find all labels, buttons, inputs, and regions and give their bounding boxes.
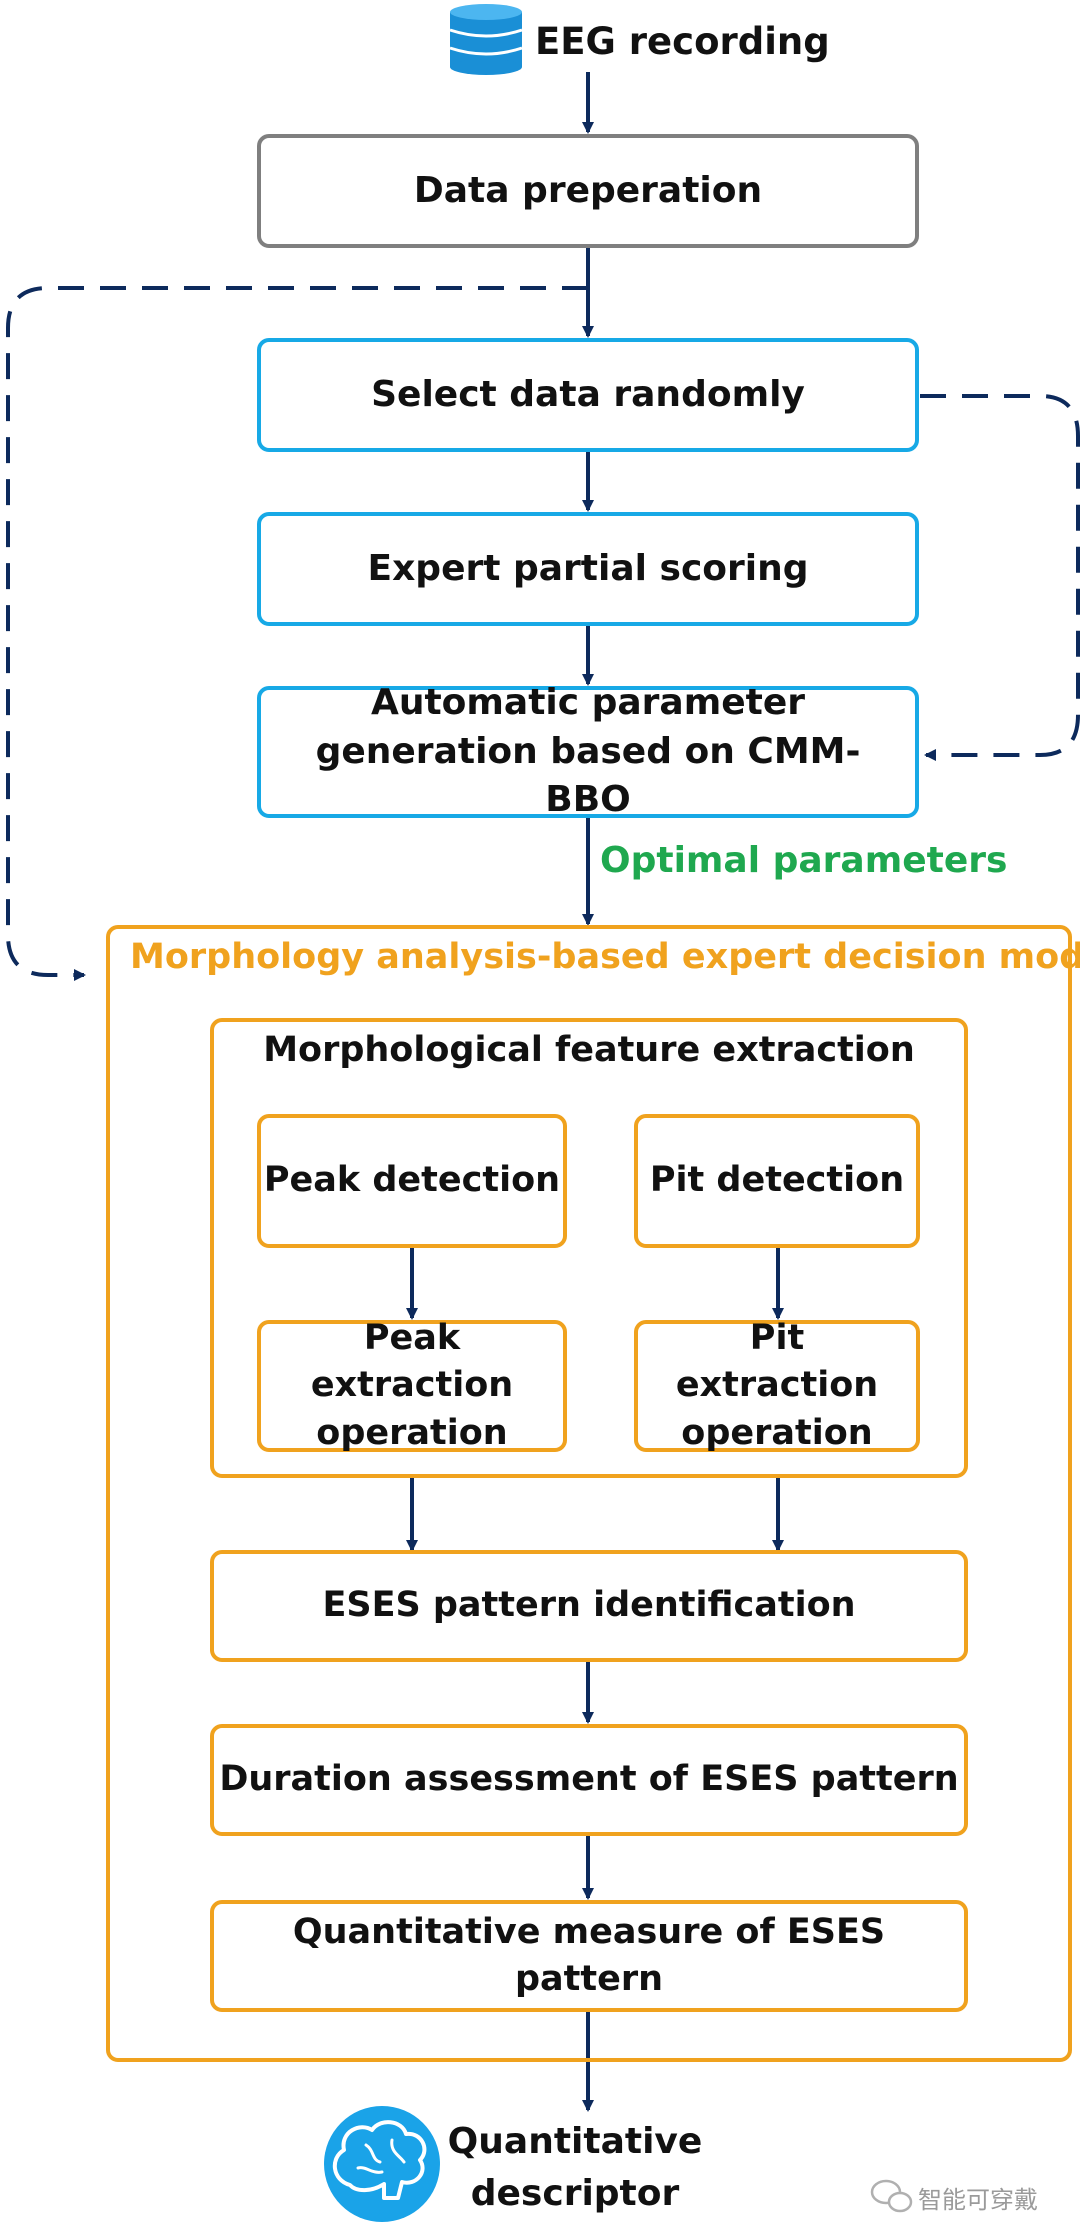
database-icon bbox=[449, 4, 523, 75]
model-title: Morphology analysis-based expert decisio… bbox=[130, 937, 1080, 977]
step-expert-scoring: Expert partial scoring bbox=[257, 512, 919, 626]
dashed-loop-to-model bbox=[6, 286, 588, 981]
dashed-loop-to-param bbox=[920, 394, 1080, 761]
source-label: EEG recording bbox=[535, 20, 830, 63]
feature-extraction-container bbox=[210, 1018, 968, 1478]
output-label: Quantitative descriptor bbox=[447, 2121, 703, 2215]
step-quantitative-measure: Quantitative measure of ESES pattern bbox=[210, 1900, 968, 2012]
watermark-text: 智能可穿戴 bbox=[918, 2186, 1038, 2214]
step-pit-extraction: Pit extraction operation bbox=[634, 1318, 920, 1453]
step-peak-extraction: Peak extraction operation bbox=[257, 1318, 567, 1453]
wechat-icon bbox=[870, 2179, 913, 2213]
step-ses-identification: ESES pattern identification bbox=[210, 1550, 968, 1662]
step-auto-param: Automatic parameter generation based on … bbox=[257, 682, 919, 820]
step-pit-detection: Pit detection bbox=[634, 1114, 920, 1248]
step-select-data: Select data randomly bbox=[257, 338, 919, 452]
arrow-label-optimal: Optimal parameters bbox=[600, 840, 1008, 881]
step-peak-detection: Peak detection bbox=[257, 1114, 567, 1248]
feature-extraction-title: Morphological feature extraction bbox=[263, 1030, 915, 1070]
brain-icon bbox=[324, 2106, 440, 2222]
step-duration-assessment: Duration assessment of ESES pattern bbox=[210, 1724, 968, 1836]
step-data-preparation: Data preperation bbox=[257, 134, 919, 248]
model-container bbox=[106, 925, 1072, 2062]
